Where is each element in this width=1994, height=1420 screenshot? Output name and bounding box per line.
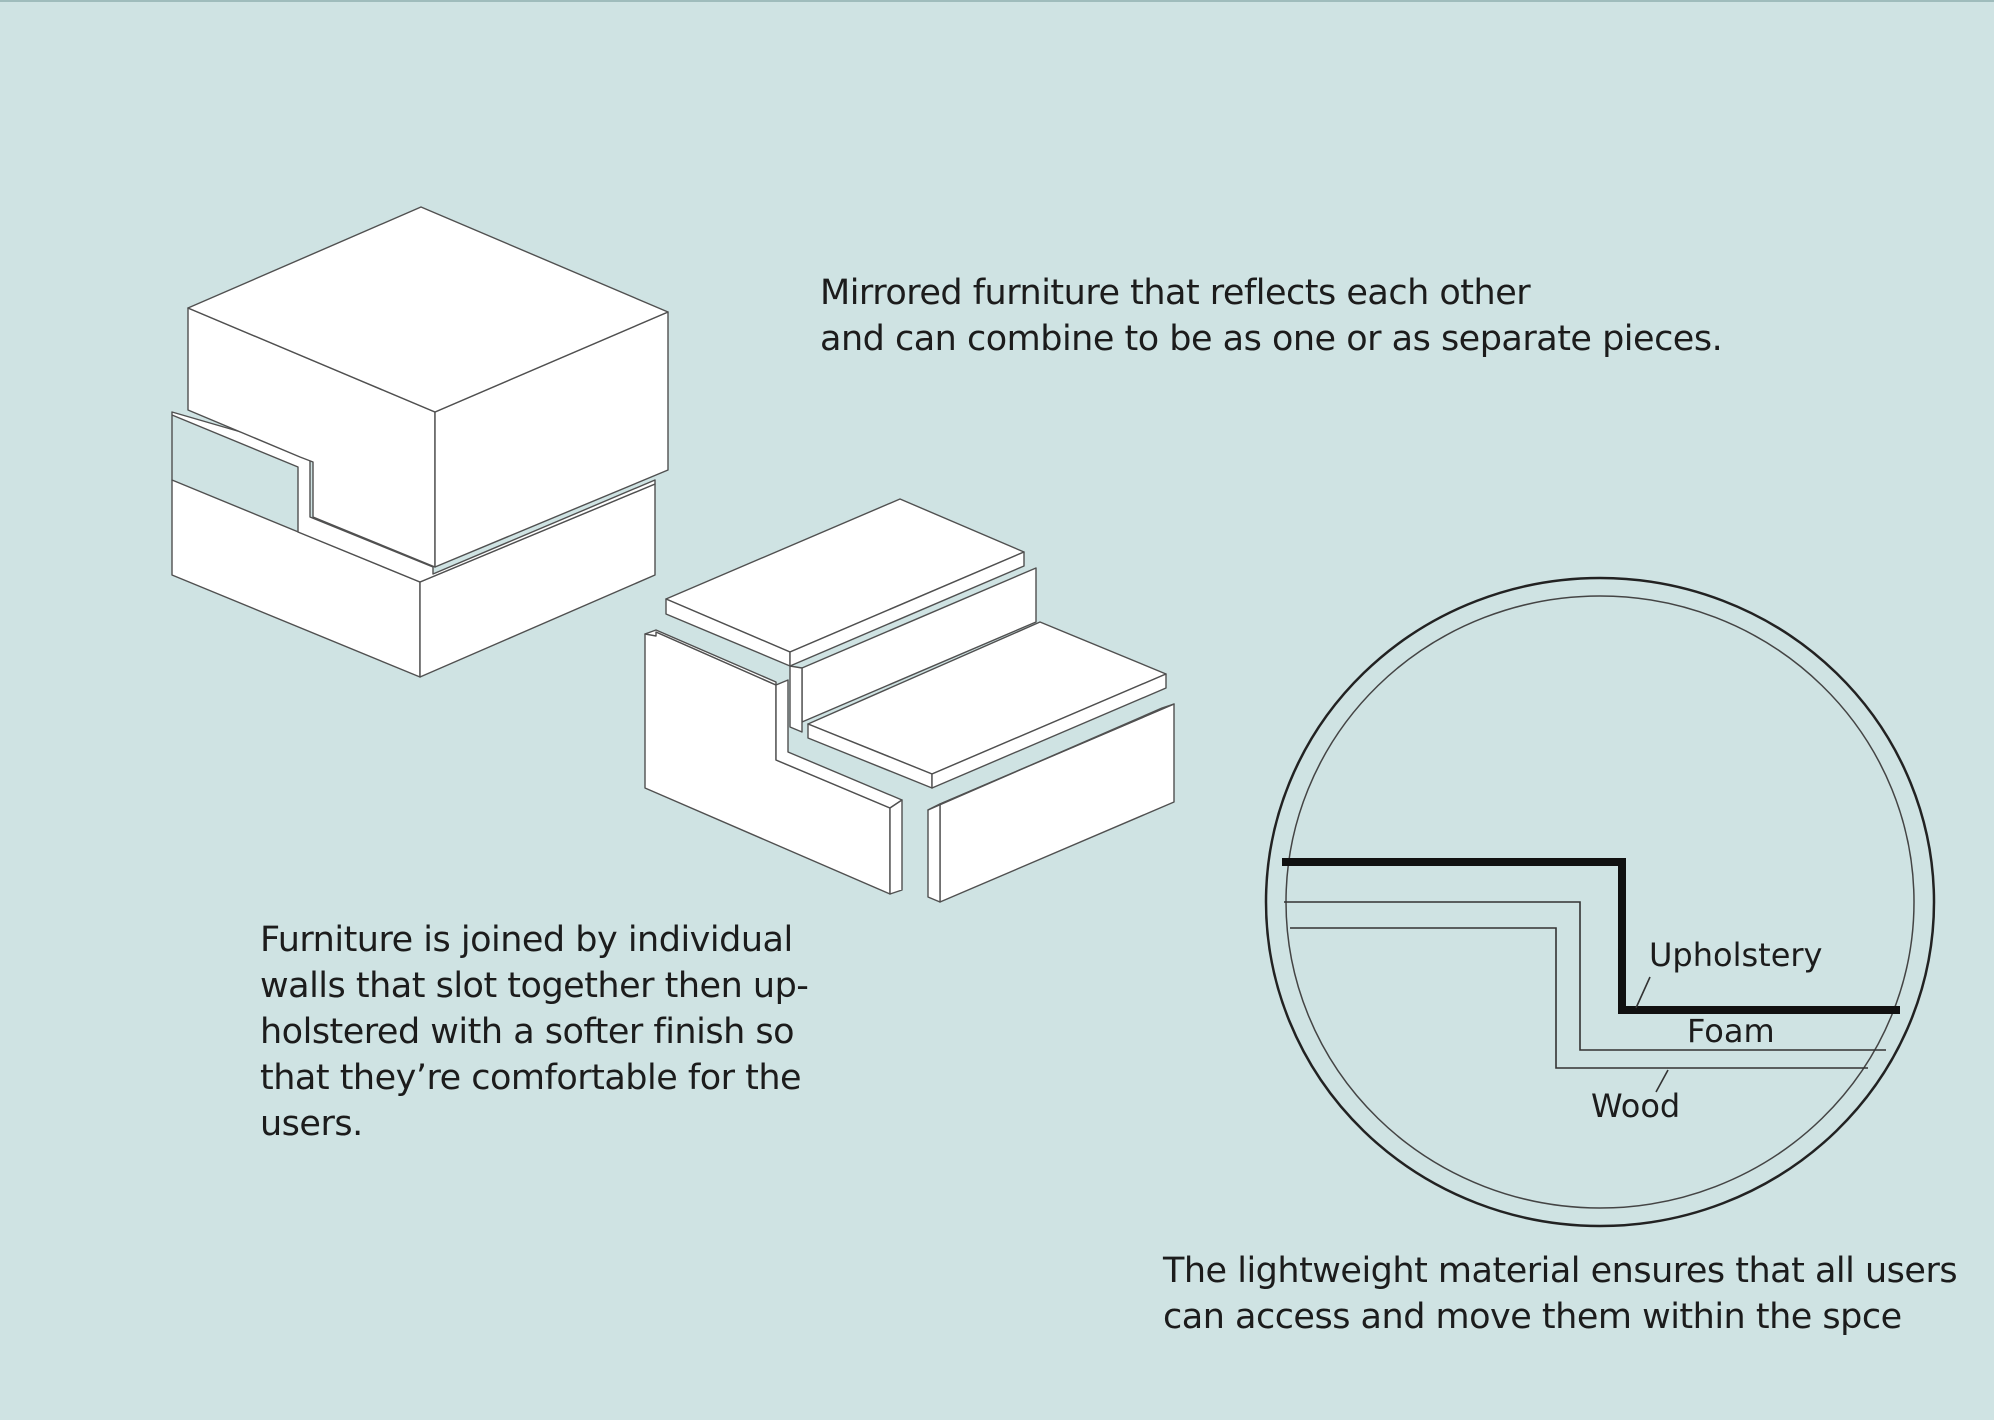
upholstery-leader (1635, 976, 1651, 1009)
note-line: holstered with a softer finish so (260, 1012, 795, 1052)
note-line: that they’re comfortable for the (260, 1058, 802, 1098)
note-line: Mirrored furniture that reflects each ot… (820, 273, 1531, 313)
front-wall-top (927, 703, 1175, 811)
upholstery-layer-line (1282, 858, 1900, 1014)
note-line: can access and move them within the spce (1163, 1297, 1902, 1337)
detail-outer-circle (1264, 576, 1936, 1228)
exploded-walls (644, 498, 1175, 903)
upper-piece (187, 206, 669, 568)
assembled-furniture (171, 206, 669, 678)
mirrored-furniture-note: Mirrored furniture that reflects each ot… (820, 270, 1723, 362)
note-line: The lightweight material ensures that al… (1163, 1251, 1958, 1291)
upper-slab-side (789, 551, 1025, 667)
note-line: walls that slot together then up- (260, 966, 809, 1006)
note-line: Furniture is joined by individual (260, 920, 793, 960)
foam-label: Foam (1687, 1012, 1775, 1050)
upholstery-label: Upholstery (1649, 936, 1822, 974)
riser-wall-side (789, 665, 803, 733)
wood-label: Wood (1591, 1087, 1680, 1125)
wood-layer-line (1290, 927, 1868, 1069)
note-line: and can combine to be as one or as separ… (820, 319, 1723, 359)
lightweight-material-note: The lightweight material ensures that al… (1163, 1248, 1958, 1340)
note-line: users. (260, 1104, 363, 1144)
material-detail: Upholstery Foam Wood (1264, 576, 1936, 1228)
front-wall-edge (927, 803, 941, 903)
upper-piece-top (187, 206, 669, 413)
step-wall-end (889, 799, 903, 895)
foam-layer-line (1284, 901, 1886, 1051)
joined-walls-note: Furniture is joined by individual walls … (260, 917, 809, 1147)
lower-slab-side (931, 673, 1167, 789)
wood-leader (1655, 1069, 1669, 1093)
